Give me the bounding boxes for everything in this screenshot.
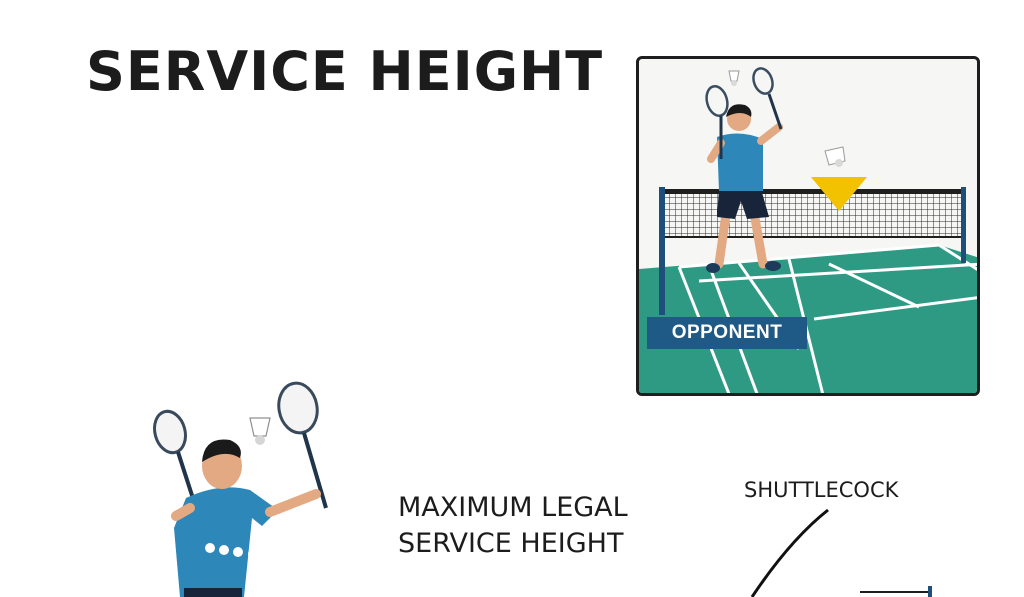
max-label-line1: MAXIMUM LEGAL xyxy=(398,492,628,523)
opponent-court-illustration xyxy=(639,67,977,393)
court-floor xyxy=(639,245,977,393)
page-title: SERVICE HEIGHT xyxy=(86,40,604,103)
net xyxy=(665,193,961,237)
racket-icon-left xyxy=(705,85,729,159)
server-shirt xyxy=(174,487,278,597)
racket-icon-right xyxy=(752,67,783,130)
opponent-player xyxy=(706,104,783,273)
opponent-inset-panel: OPPONENT xyxy=(636,56,980,396)
net-post-right xyxy=(961,187,966,263)
height-marker-triangle xyxy=(811,177,867,211)
racket-icon-server-right xyxy=(277,381,328,509)
net-tape xyxy=(665,189,961,194)
shuttlecock-icon-marker xyxy=(824,146,846,167)
net-post-fragment xyxy=(928,586,932,597)
trajectory-arc xyxy=(750,508,932,597)
shuttlecock-icon-top xyxy=(728,70,740,86)
max-label-line2: SERVICE HEIGHT xyxy=(398,528,624,559)
net-post-left xyxy=(659,187,665,315)
shuttle-path xyxy=(750,508,829,597)
max-service-height-label: MAXIMUM LEGAL SERVICE HEIGHT xyxy=(398,490,628,562)
shuttlecock-icon-server xyxy=(249,417,271,445)
server-player-illustration xyxy=(153,381,328,597)
opponent-label: OPPONENT xyxy=(647,317,807,349)
shuttlecock-label: SHUTTLECOCK xyxy=(744,478,899,502)
